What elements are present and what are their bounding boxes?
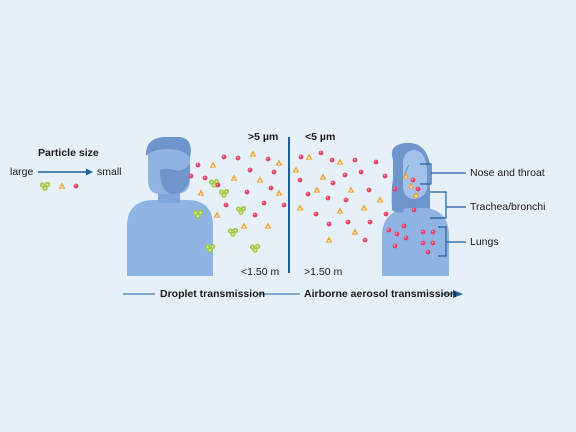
aerosol-transmission-label: Airborne aerosol transmission [304,288,457,300]
legend-title: Particle size [38,147,99,159]
large-particle-size-label: >5 µm [248,131,279,143]
near-distance-label: <1.50 m [241,266,280,278]
woman-figure [382,142,449,276]
legend-small-label: small [97,166,122,178]
man-figure [127,137,213,276]
far-distance-label: >1.50 m [304,266,343,278]
medium-particle-icon [58,182,66,189]
legend-large-label: large [10,166,34,178]
particle-size-legend [38,168,93,191]
callout-lines [420,163,466,257]
nose-throat-label: Nose and throat [470,167,545,179]
particle-cloud [188,150,398,253]
lungs-label: Lungs [470,236,499,248]
legend-arrowhead [86,168,93,176]
droplet-transmission-label: Droplet transmission [160,288,266,300]
small-particle-size-label: <5 µm [305,131,336,143]
trachea-bronchi-label: Trachea/bronchi [470,201,546,213]
small-particle-icon [73,183,79,189]
large-particle-icon [39,181,51,191]
transmission-arrow [123,290,463,298]
